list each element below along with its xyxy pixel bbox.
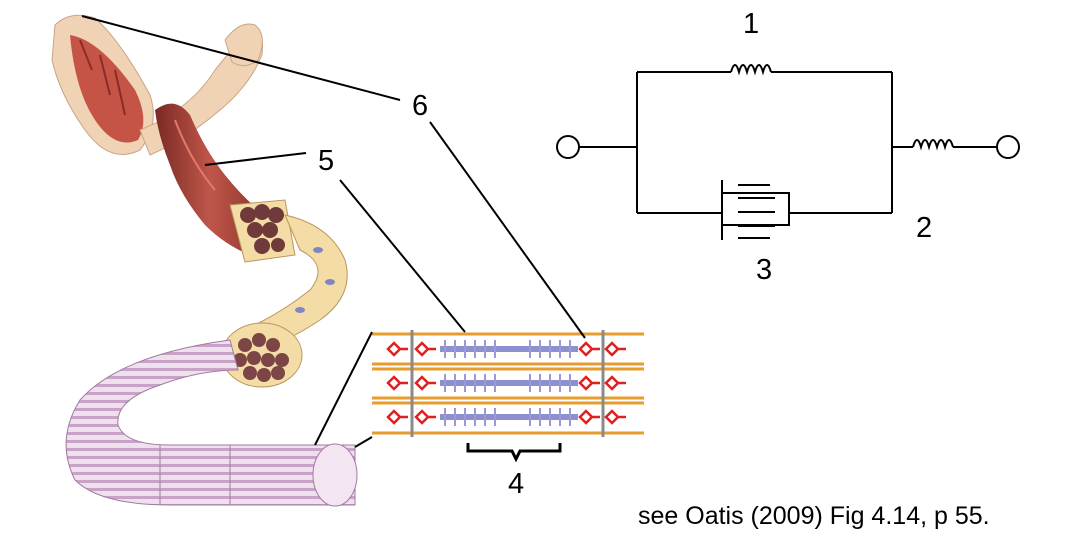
citation-caption: see Oatis (2009) Fig 4.14, p 55. — [638, 502, 990, 530]
leader-line-6b — [429, 121, 586, 339]
label-3: 3 — [756, 254, 773, 286]
titin-springs — [386, 341, 626, 425]
label-1: 1 — [743, 8, 760, 40]
sarcomere-inset — [370, 330, 644, 437]
dashpot-icon — [721, 180, 790, 240]
label-5: 5 — [318, 145, 335, 177]
zoom-line-top — [314, 331, 373, 446]
muscle-fiber — [65, 339, 358, 507]
leader-line-5 — [204, 152, 307, 166]
label-2: 2 — [916, 212, 933, 244]
filament-row-2 — [372, 367, 644, 400]
open-circle-terminal-icon — [996, 135, 1020, 159]
bracket-4 — [466, 443, 562, 463]
coil-spring-icon — [730, 64, 772, 76]
zoom-line-bottom — [354, 436, 373, 448]
label-4: 4 — [508, 468, 525, 500]
leader-line-6 — [81, 15, 401, 101]
coil-spring-icon — [912, 139, 954, 151]
open-circle-terminal-icon — [556, 135, 580, 159]
myosin-heads — [444, 340, 571, 426]
label-6: 6 — [412, 90, 429, 122]
fascicle-bundle — [229, 199, 296, 263]
circuit-model — [556, 64, 1020, 240]
leader-line-5b — [339, 179, 466, 333]
filament-row-3 — [372, 401, 644, 435]
filament-row-1 — [372, 332, 644, 366]
